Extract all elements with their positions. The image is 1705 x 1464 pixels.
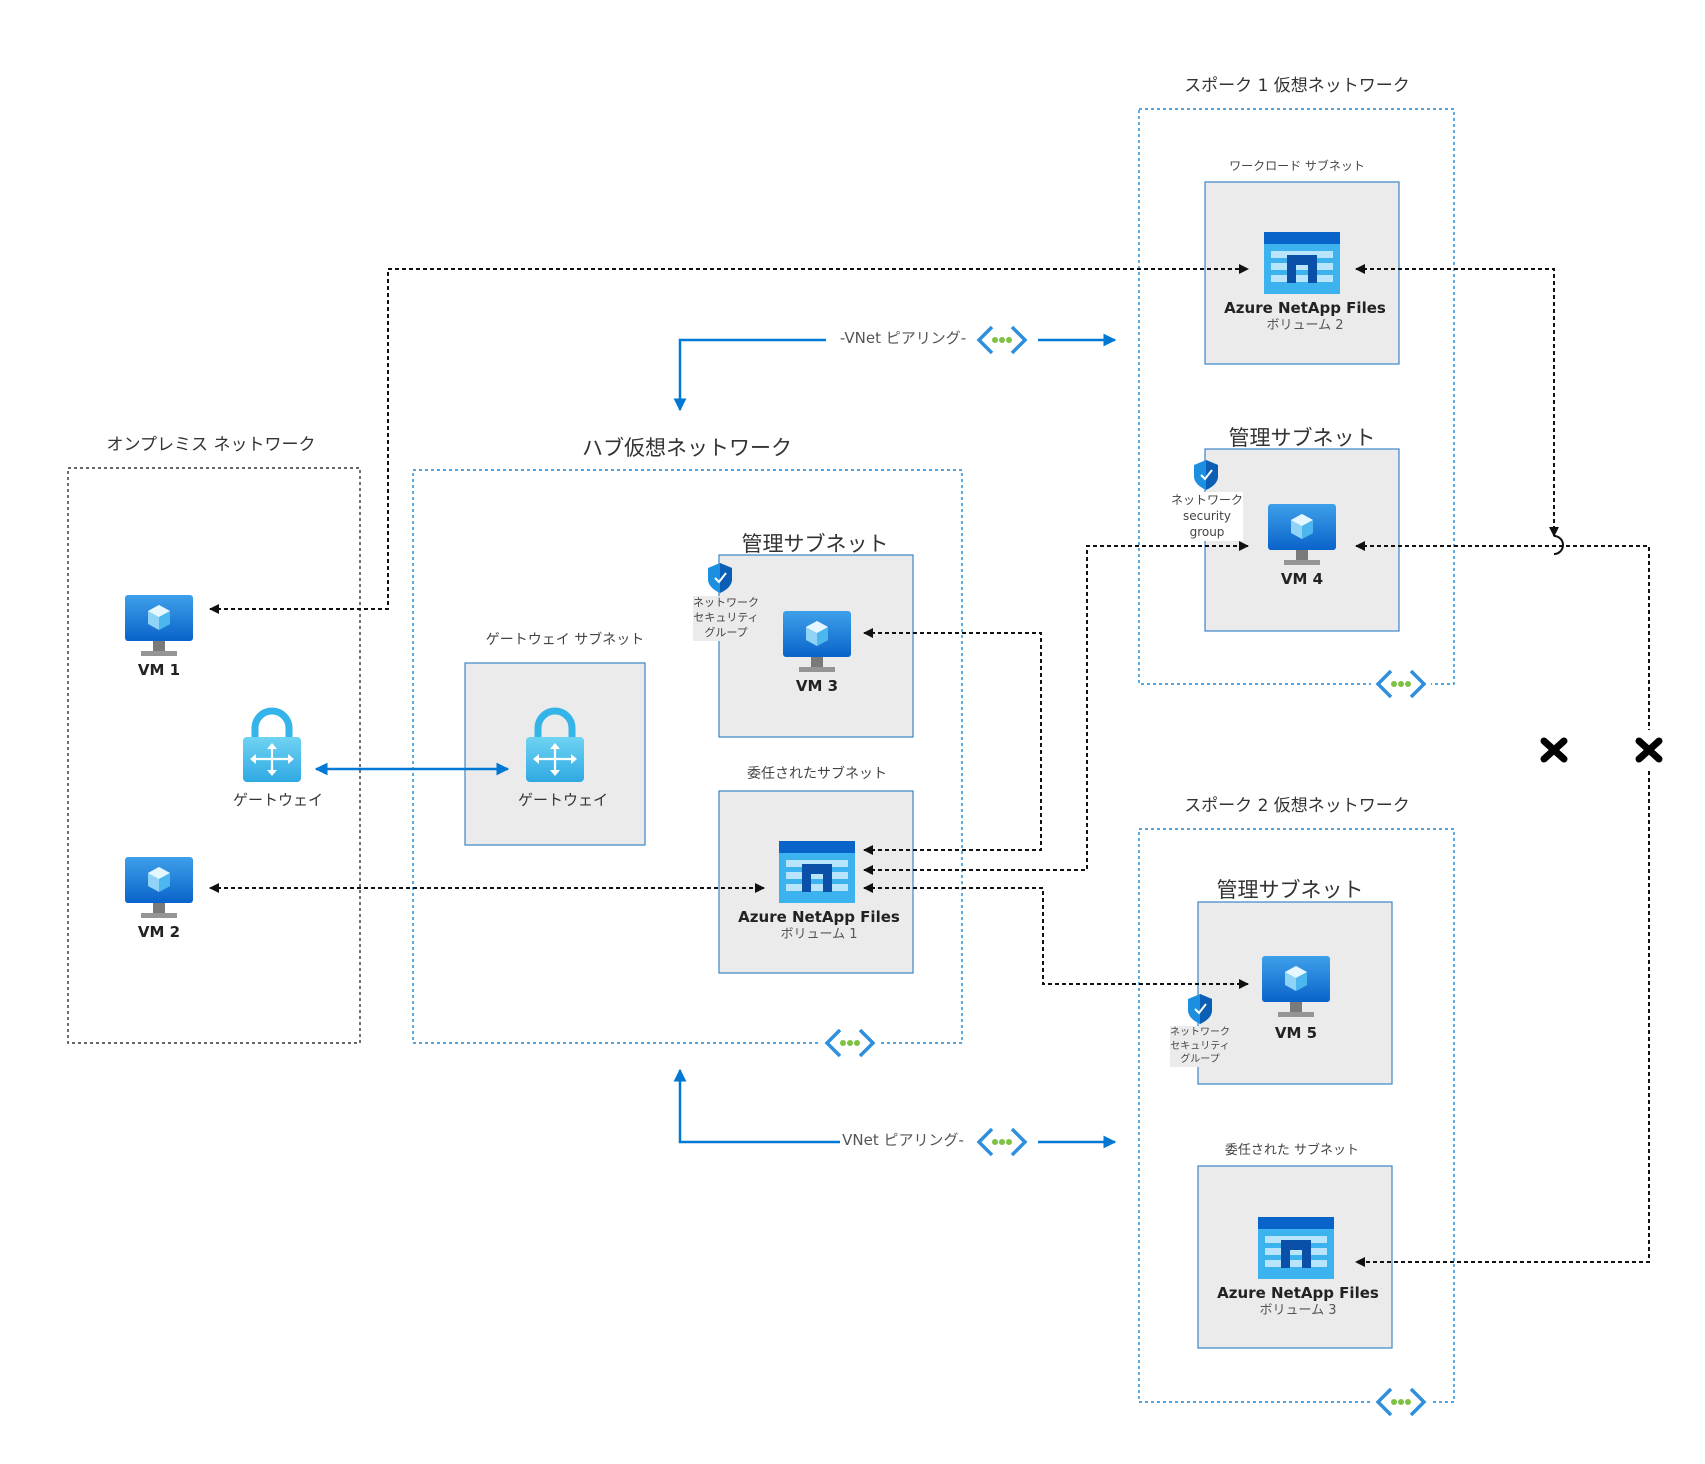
network-security-group-icon: [1194, 460, 1218, 490]
path-vm1-anf2: [209, 264, 1249, 614]
anf2-volume: ボリューム 2: [1266, 318, 1344, 333]
nsg-hub-line-1: ネットワーク: [693, 596, 759, 609]
nsg-spoke1-line-3: group: [1189, 525, 1225, 540]
vnet-peering-icon: [820, 1028, 880, 1058]
nsg-spoke2-line-1: ネットワーク: [1170, 1027, 1230, 1038]
virtual-machine-icon: [1262, 956, 1330, 1017]
virtual-machine-icon: [125, 857, 193, 918]
anf1-name: Azure NetApp Files: [738, 908, 900, 926]
path-anf2-vm5-blocked: [1355, 264, 1559, 537]
vm4-label: VM 4: [1280, 570, 1324, 588]
vnet-peering-icon: [1371, 1387, 1431, 1417]
blocked-x-icon: [1635, 737, 1663, 763]
anf3-name: Azure NetApp Files: [1217, 1284, 1379, 1302]
virtual-machine-icon: [783, 611, 851, 672]
spoke1-network-title: スポーク 1 仮想ネットワーク: [1184, 76, 1410, 96]
spoke2-mgmt-subnet-title: 管理サブネット: [1216, 878, 1364, 902]
vm2-label: VM 2: [137, 923, 181, 941]
peering-spoke2-label: VNet ピアリング-: [840, 1131, 966, 1150]
anf2-name: Azure NetApp Files: [1224, 299, 1386, 317]
path-vm5-anf1: [863, 883, 1249, 989]
network-security-group-icon: [708, 563, 732, 593]
anf1-volume: ボリューム 1: [780, 927, 858, 942]
netapp-files-icon: [1258, 1217, 1334, 1279]
vpn-gateway-icon: [526, 707, 584, 782]
nsg-spoke2-line-3: グループ: [1180, 1054, 1220, 1065]
vm1-label: VM 1: [137, 661, 181, 679]
hub-network-title: ハブ仮想ネットワーク: [582, 436, 792, 460]
virtual-machine-icon: [125, 595, 193, 656]
nsg-hub-line-2: セキュリティ: [693, 610, 759, 624]
anf3-volume: ボリューム 3: [1259, 1303, 1337, 1318]
onprem-network-title: オンプレミス ネットワーク: [106, 435, 316, 455]
vpn-gateway-icon: [243, 707, 301, 782]
gateway-hub-label: ゲートウェイ: [517, 791, 609, 809]
nsg-spoke1-label: ネットワーク security group: [1170, 492, 1244, 541]
vnet-peering-icon: [966, 325, 1038, 355]
onprem-network-box: [67, 467, 361, 1044]
nsg-hub-line-3: グループ: [704, 625, 748, 639]
nsg-spoke2-label: ネットワーク セキュリティ グループ: [1170, 1026, 1230, 1067]
line-hop: [1553, 535, 1564, 555]
nsg-hub-label: ネットワーク セキュリティ グループ: [693, 596, 759, 641]
spoke2-network-box: [1138, 828, 1455, 1403]
network-security-group-icon: [1188, 994, 1212, 1024]
path-vm4-anf1: [863, 541, 1249, 875]
vm3-label: VM 3: [795, 677, 839, 695]
blocked-x-icon: [1540, 737, 1568, 763]
spoke2-delegated-subnet-title: 委任された サブネット: [1224, 1143, 1360, 1158]
path-vm4-anf3-blocked: [1355, 541, 1650, 1267]
hub-delegated-subnet-title: 委任されたサブネット: [747, 766, 887, 782]
virtual-machine-icon: [1268, 504, 1336, 565]
nsg-spoke1-line-2: security: [1183, 509, 1231, 524]
peering-connector-spoke1: [673, 333, 1117, 412]
netapp-files-icon: [1264, 232, 1340, 294]
nsg-spoke1-line-1: ネットワーク: [1170, 493, 1244, 507]
gateway-onprem-label: ゲートウェイ: [232, 791, 324, 809]
spoke1-mgmt-subnet-title: 管理サブネット: [1228, 426, 1376, 450]
vm5-label: VM 5: [1274, 1024, 1318, 1042]
hub-mgmt-subnet-title: 管理サブネット: [741, 532, 889, 556]
peering-spoke1-label: -VNet ピアリング-: [837, 329, 969, 348]
vnet-peering-icon: [966, 1127, 1038, 1157]
hub-gateway-subnet-title: ゲートウェイ サブネット: [485, 632, 645, 648]
netapp-files-icon: [779, 841, 855, 903]
vnet-peering-icon: [1371, 669, 1431, 699]
nsg-spoke2-line-2: セキュリティ: [1170, 1040, 1230, 1052]
spoke1-workload-subnet-title: ワークロード サブネット: [1229, 159, 1365, 173]
spoke2-network-title: スポーク 2 仮想ネットワーク: [1184, 796, 1410, 816]
